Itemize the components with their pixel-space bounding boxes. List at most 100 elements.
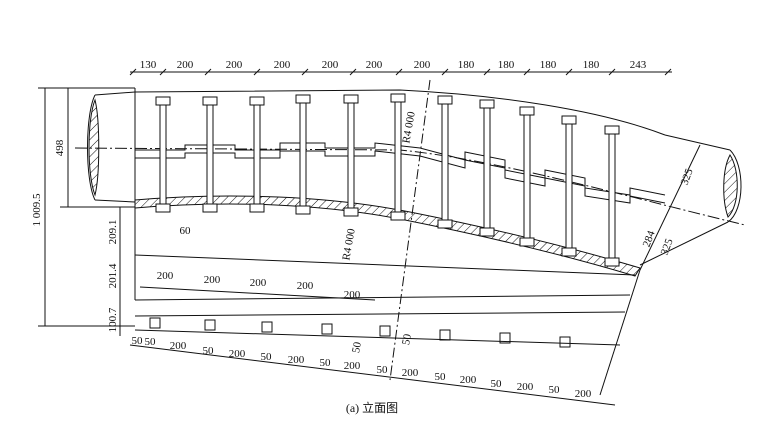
pipe-left-end [87, 94, 96, 201]
bolt-nut [519, 237, 535, 247]
dim-tick [565, 68, 573, 76]
bolt-rod [253, 96, 261, 213]
pipe-right-top [664, 134, 731, 151]
band-line-4 [134, 329, 621, 346]
top-dim-label: 180 [583, 59, 600, 71]
dim-tick [664, 68, 672, 76]
bolt-nut [604, 125, 620, 135]
right-dim-line [639, 144, 701, 271]
band-line-3 [134, 311, 626, 317]
bolt-rod [565, 115, 573, 257]
bolt-nut [249, 96, 265, 106]
top-dim-label: 200 [414, 59, 431, 71]
bolt-group [155, 93, 620, 267]
bolt-nut [249, 203, 265, 213]
inner-dim-label: 200 [157, 270, 174, 282]
dim-tick [204, 68, 212, 76]
bottom-dim-label: 200 [517, 381, 534, 393]
radius-label-top: R4 000 [400, 110, 417, 144]
bolt-nut [202, 203, 218, 213]
dim-tick [395, 68, 403, 76]
bottom-dim-label: 50 [377, 364, 389, 376]
inner-dim-label: 200 [297, 280, 314, 292]
band-line-2 [134, 294, 631, 301]
band-line-1 [134, 254, 636, 276]
bolt-rod [483, 99, 491, 237]
pipe-right-bottom [639, 221, 729, 266]
bottom-dim-label: 50 [435, 371, 447, 383]
bottom-dim-label: 200 [288, 354, 305, 366]
bolt-nut [519, 106, 535, 116]
bolt-nut [479, 99, 495, 109]
dim-tick [608, 68, 616, 76]
dim-tick [301, 68, 309, 76]
center-line [74, 147, 746, 226]
bottom-dim-label: 200 [575, 388, 592, 400]
structure-lines [38, 71, 746, 406]
top-dim-label: 130 [140, 59, 157, 71]
bolt-nut [479, 227, 495, 237]
top-dim-label: 200 [366, 59, 383, 71]
inner-dim-label: 200 [250, 277, 267, 289]
bottom-dim-label: 50 [132, 335, 144, 347]
bottom-dim-line [129, 344, 616, 406]
bottom-dim-label: 200 [402, 367, 419, 379]
bolt-nut [390, 93, 406, 103]
bolt-nut [437, 219, 453, 229]
segment-2-label: 201.4 [107, 263, 119, 288]
mid-dim-1: 50 [350, 341, 364, 354]
top-dim-label: 200 [226, 59, 243, 71]
right-dim-top: 325 [679, 167, 696, 187]
bottom-dim-label: 200 [460, 374, 477, 386]
top-dim-label: 200 [274, 59, 291, 71]
radial-line [389, 79, 431, 381]
bolt-rod [523, 106, 531, 247]
bottom-dim-label: 50 [203, 345, 215, 357]
mid-dim-2: 50 [400, 333, 414, 346]
inner-dim-line [139, 286, 376, 301]
dim-tick [253, 68, 261, 76]
inner-dim-label: 200 [344, 289, 361, 301]
bolt-nut [295, 94, 311, 104]
bolt-rod [394, 93, 402, 221]
top-dim-label: 243 [630, 59, 647, 71]
bolt-nut [390, 211, 406, 221]
top-dim-label: 180 [498, 59, 515, 71]
bolt-nut [437, 95, 453, 105]
bolt-rod [159, 96, 167, 213]
radius-label-bottom: R4 000 [340, 227, 357, 261]
lower-plates [149, 317, 571, 348]
bolt-rod [347, 94, 355, 217]
pipe-right-end [727, 149, 742, 223]
stepped-beam-top [135, 142, 666, 196]
pipe-height-label: 498 [54, 139, 66, 156]
bolt-nut [604, 257, 620, 267]
dim-tick [523, 68, 531, 76]
bottom-dim-label: 200 [344, 360, 361, 372]
bolt-rod [441, 95, 449, 229]
bottom-dim-label: 50 [261, 351, 273, 363]
bolt-nut [343, 94, 359, 104]
right-dim-mid: 284 [641, 229, 658, 249]
bolt-nut [295, 205, 311, 215]
segment-1-label: 209.1 [107, 220, 119, 245]
inner-dim-label: 200 [204, 274, 221, 286]
bolt-nut [202, 96, 218, 106]
bottom-dim-label: 50 [491, 378, 503, 390]
dim-tick [483, 68, 491, 76]
figure-caption: (a) 立面图 [346, 400, 398, 415]
top-dim-label: 180 [540, 59, 557, 71]
bolt-nut [561, 247, 577, 257]
dim-tick [159, 68, 167, 76]
pipe-right-hatch [723, 154, 738, 218]
inner-dimension-labels: 60 200 200 200 200 200 [157, 225, 361, 301]
segment-3-label: 100.7 [107, 307, 119, 332]
pipe-left-bottom [94, 199, 136, 203]
inner-dim-label: 60 [180, 225, 192, 237]
bolt-nut [343, 207, 359, 217]
dim-tick [441, 68, 449, 76]
bolt-rod [608, 125, 616, 267]
